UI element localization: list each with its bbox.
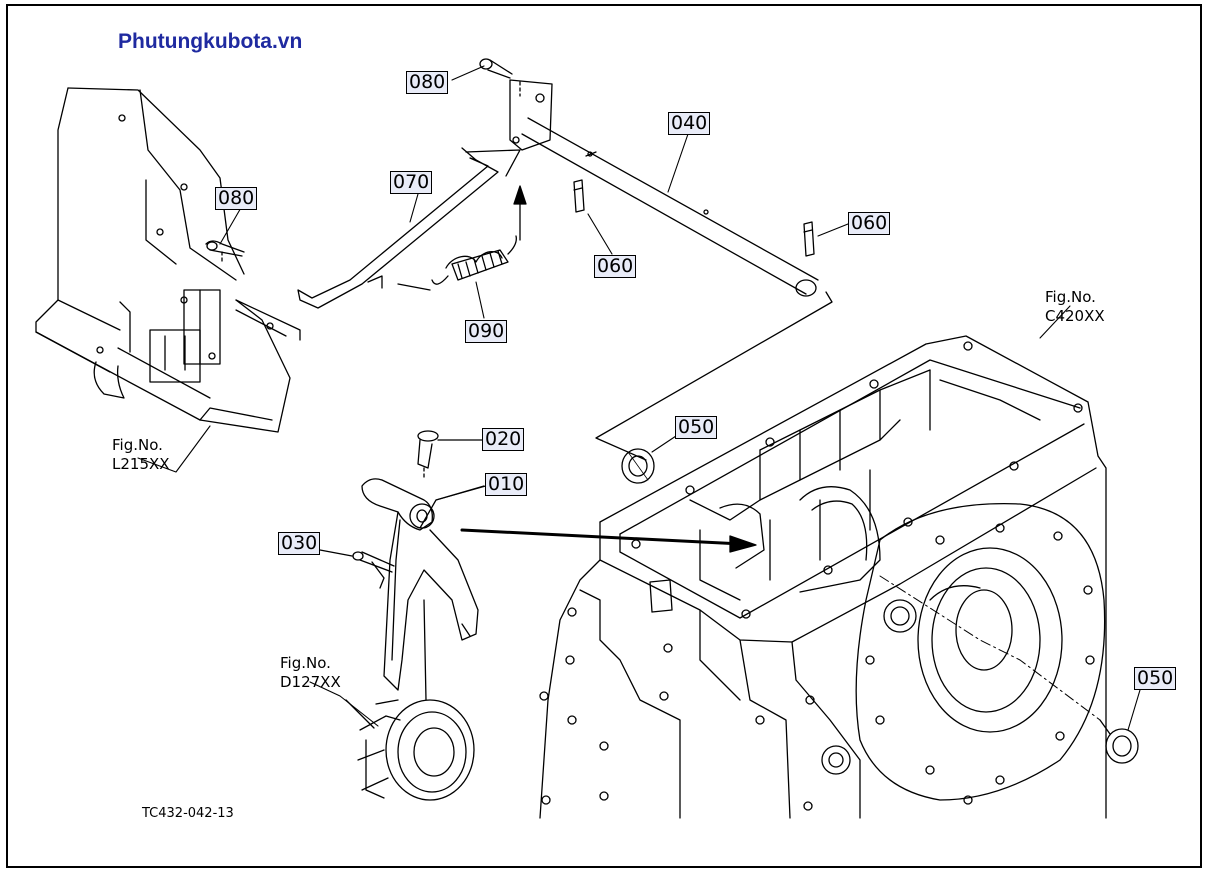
bearing-050-upper [621,448,655,484]
callout-050-lower[interactable]: 050 [1134,667,1177,690]
assembly-line-shaft [595,291,833,461]
callout-leaders [137,65,1141,731]
callout-060-middle[interactable]: 060 [594,255,637,278]
drawing-number: TC432-042-13 [142,806,234,821]
rod-070 [297,147,521,309]
callout-010[interactable]: 010 [485,473,528,496]
fig-ref-d127[interactable]: Fig.No. D127XX [280,654,341,692]
bearing-050-lower [1105,728,1139,764]
callout-030[interactable]: 030 [278,532,321,555]
spring-090 [397,235,517,291]
shaft-040 [509,79,819,297]
callout-050-upper[interactable]: 050 [675,416,718,439]
assembly-arrow-spring [513,185,527,241]
fig-ref-c420-label: Fig.No. [1045,288,1096,306]
callout-080-left[interactable]: 080 [215,187,258,210]
pin-020 [417,430,483,481]
fig-ref-d127-label: Fig.No. [280,654,331,672]
fig-ref-l215-code: L215XX [112,455,170,473]
assembly-arrow-fork [460,528,757,553]
cotter-pin-080-left [205,240,245,265]
spring-pin-060-middle [573,179,585,213]
drawing-frame [6,4,1202,868]
fig-ref-d127-code: D127XX [280,673,341,691]
callout-070[interactable]: 070 [390,171,433,194]
cotter-pin-080-top [479,58,521,97]
fig-ref-l215-label: Fig.No. [112,436,163,454]
fig-ref-c420[interactable]: Fig.No. C420XX [1045,288,1105,326]
callout-020[interactable]: 020 [482,428,525,451]
callout-090[interactable]: 090 [465,320,508,343]
callout-080-top[interactable]: 080 [406,71,449,94]
release-bearing-hub [345,599,475,801]
cotter-pin-030 [319,549,395,589]
spring-pin-060-right [803,221,815,257]
brand-watermark[interactable]: Phutungkubota.vn [118,30,303,53]
transmission-case [539,335,1111,819]
fender-bracket-assembly [35,87,301,433]
fig-ref-l215[interactable]: Fig.No. L215XX [112,436,170,474]
callout-060-right[interactable]: 060 [848,212,891,235]
shift-fork-010 [361,478,485,691]
fig-ref-c420-code: C420XX [1045,307,1105,325]
callout-040[interactable]: 040 [668,112,711,135]
